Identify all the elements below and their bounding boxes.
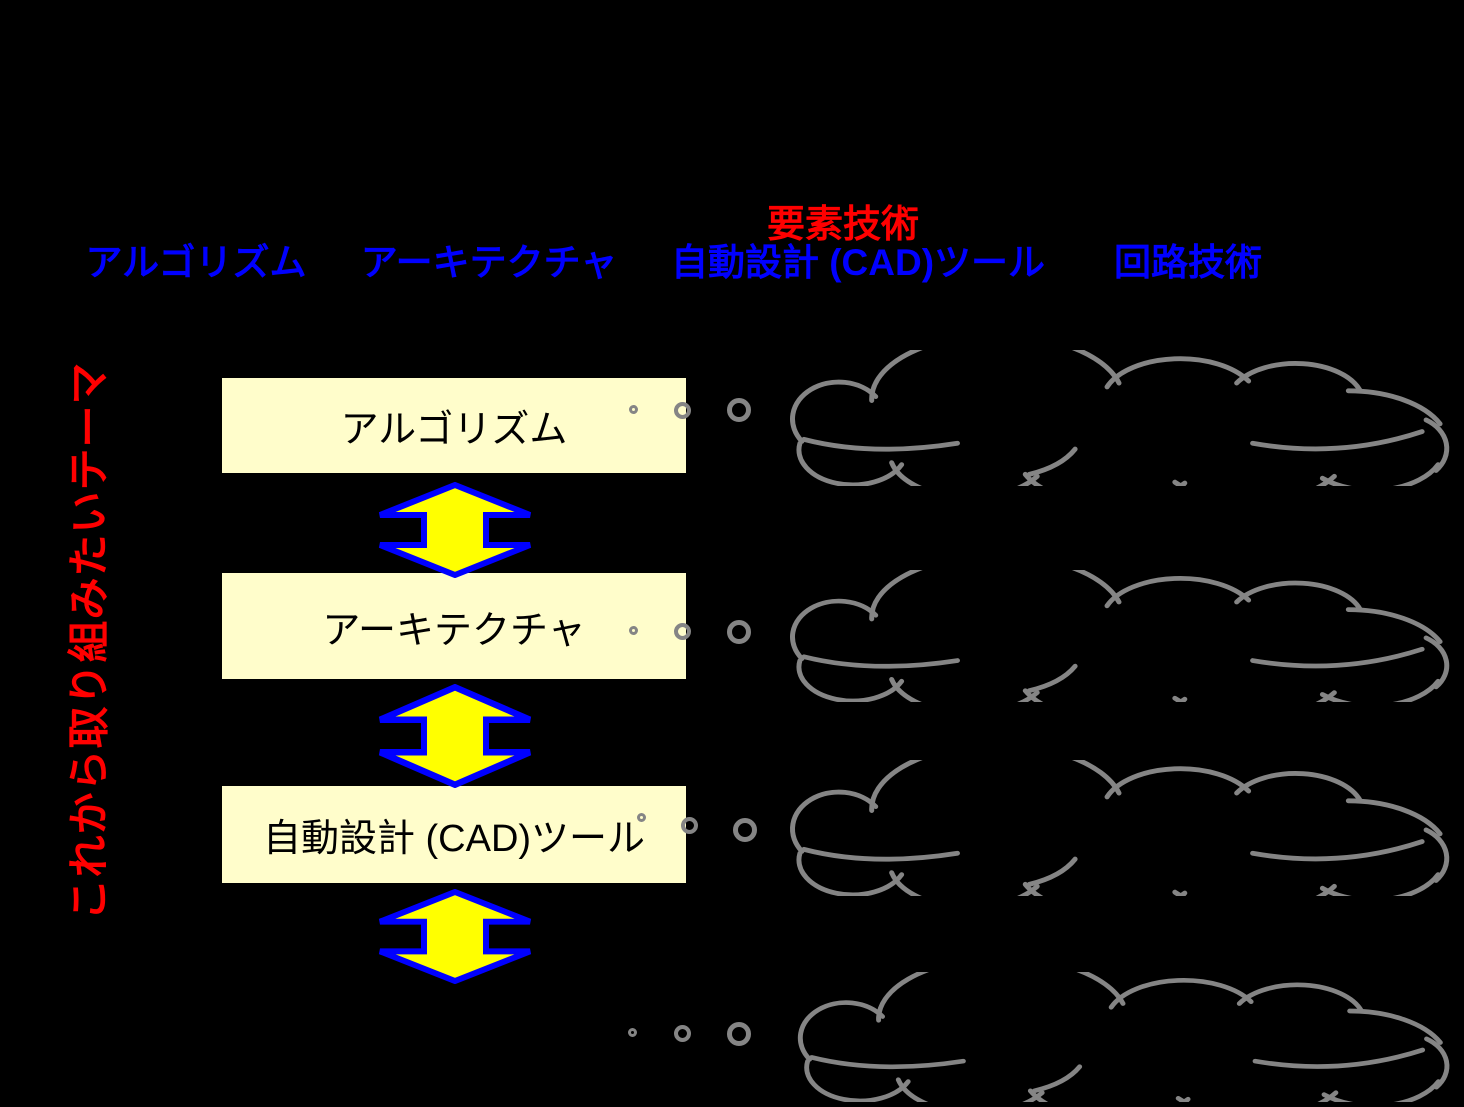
cloud-shape [776,570,1464,702]
thought-dot-small-icon [629,405,638,414]
flow-box-algorithm-label: アルゴリズム [340,409,568,451]
thought-dot-large-icon [727,398,751,422]
header-column-algorithm: アルゴリズム [85,242,307,283]
side-theme-label: これから取り組みたいテーマ [65,361,113,921]
updown-arrow-icon [376,684,534,788]
thought-dot-large-icon [727,1022,751,1046]
cloud-shape [776,350,1464,486]
cloud-shape [776,760,1464,896]
flow-box-cad-tools: 自動設計 (CAD)ツール [222,786,686,883]
header-column-architecture: アーキテクチャ [360,242,618,283]
thought-dot-medium-icon [674,402,691,419]
thought-dot-medium-icon [681,817,698,834]
header-category-label: 要素技術 [766,204,920,246]
thought-dot-medium-icon [674,623,691,640]
header-column-circuit-tech: 回路技術 [1114,242,1262,283]
flow-box-cad-tools-label: 自動設計 (CAD)ツール [262,818,646,860]
flow-box-architecture-label: アーキテクチャ [322,609,586,652]
updown-arrow-icon [376,482,534,578]
thought-dot-small-icon [637,813,646,822]
thought-dot-small-icon [629,626,638,635]
flow-box-architecture: アーキテクチャ [222,573,686,679]
thought-dot-large-icon [733,818,757,842]
thought-dot-small-icon [628,1028,637,1037]
thought-dot-medium-icon [674,1025,691,1042]
header-column-cad-tools: 自動設計 (CAD)ツール [670,242,1046,283]
updown-arrow-icon [376,889,534,984]
flow-box-algorithm: アルゴリズム [222,378,686,473]
thought-dot-large-icon [727,620,751,644]
cloud-shape [784,972,1464,1102]
